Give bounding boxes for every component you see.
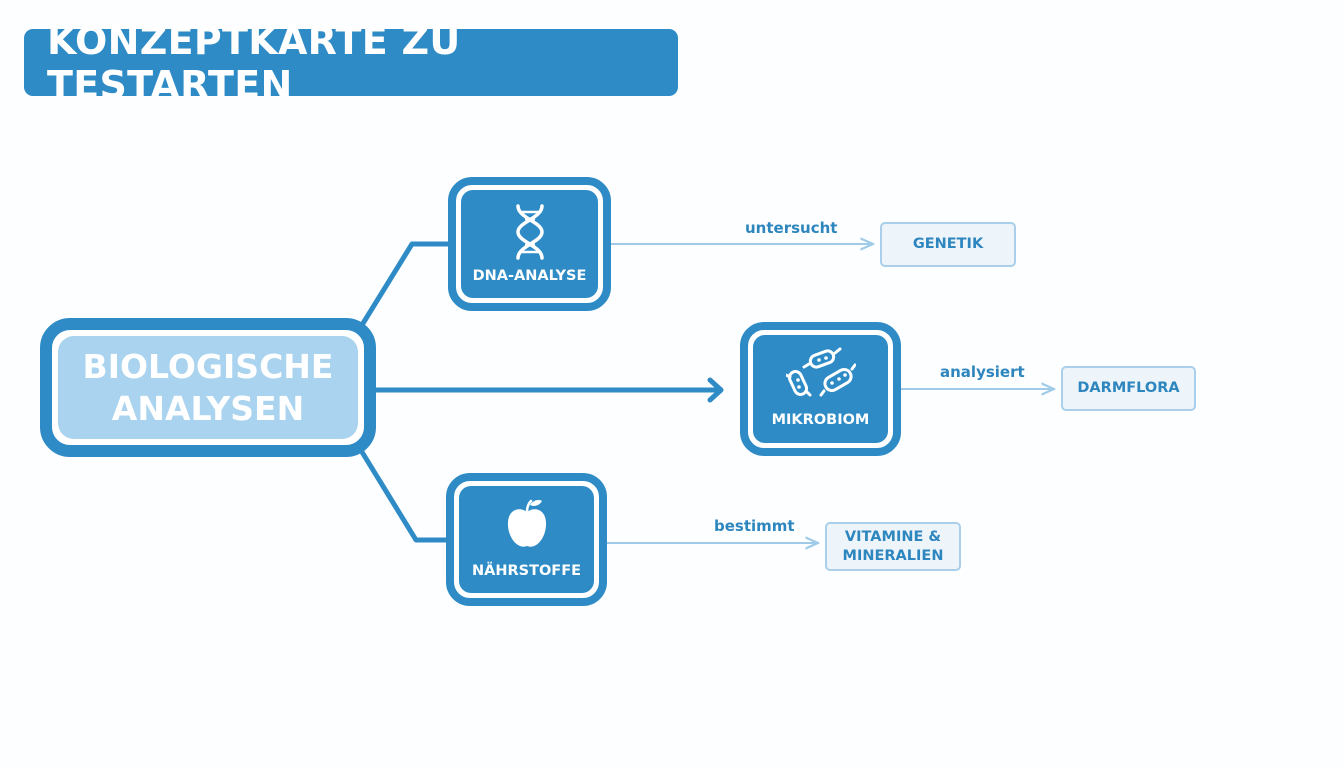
naehrstoffe-node: NÄHRSTOFFE — [446, 473, 607, 606]
target-vitamine-line2: MINERALIEN — [842, 547, 944, 564]
target-genetik: GENETIK — [880, 222, 1016, 267]
mikrobiom-label: MIKROBIOM — [771, 412, 870, 428]
dna-icon — [515, 204, 544, 260]
target-genetik-label: GENETIK — [912, 236, 984, 252]
apple-icon — [507, 499, 546, 547]
bacteria-icon — [785, 347, 856, 397]
dna-analyse-node: DNA-ANALYSE — [448, 177, 611, 311]
relation-label-untersucht: untersucht — [745, 219, 838, 237]
target-vitamine-line1: VITAMINE & — [844, 528, 942, 545]
central-node-line1: BIOLOGISCHE — [82, 346, 334, 386]
relation-label-analysiert: analysiert — [940, 363, 1025, 381]
central-node: BIOLOGISCHE ANALYSEN — [40, 318, 376, 457]
mikrobiom-node: MIKROBIOM — [740, 322, 901, 456]
branch-mikrobiom-arrowhead — [707, 377, 724, 403]
naehrstoffe-label: NÄHRSTOFFE — [471, 563, 582, 579]
dna-analyse-label: DNA-ANALYSE — [472, 268, 587, 284]
central-node-line2: ANALYSEN — [111, 388, 305, 428]
branch-dna-line — [359, 241, 452, 327]
target-vitamine-mineralien: VITAMINE & MINERALIEN — [825, 522, 961, 571]
relation-label-bestimmt: bestimmt — [714, 517, 795, 535]
target-darmflora-label: DARMFLORA — [1077, 380, 1180, 396]
target-darmflora: DARMFLORA — [1061, 366, 1196, 411]
branch-naehrstoffe-line — [359, 450, 450, 543]
